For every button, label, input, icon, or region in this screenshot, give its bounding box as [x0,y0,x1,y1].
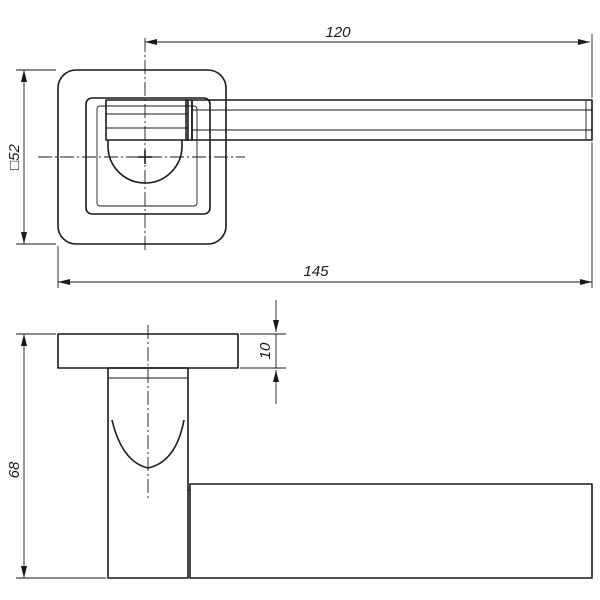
lever-bar [191,99,593,141]
side-view [57,325,593,579]
dimension-52: □52 [6,69,56,245]
rosette-inner-step [96,105,198,207]
top-view [38,38,593,252]
handle-neck-side [107,367,189,579]
dimension-10: 10 [240,300,286,404]
dim-overall-height-label: 68 [6,461,23,478]
rosette-inner-frame [85,97,211,215]
dim-rosette-thickness-label: 10 [257,342,274,359]
dim-rosette-size-label: □52 [6,143,23,169]
dimension-120: 120 [145,24,593,98]
handle-collar [105,99,189,141]
dimension-145: 145 [57,142,593,288]
dimension-68: 68 [6,333,106,579]
dim-total-length-label: 145 [303,263,329,280]
lever-side [189,483,593,579]
dim-lever-length-label: 120 [325,24,351,41]
